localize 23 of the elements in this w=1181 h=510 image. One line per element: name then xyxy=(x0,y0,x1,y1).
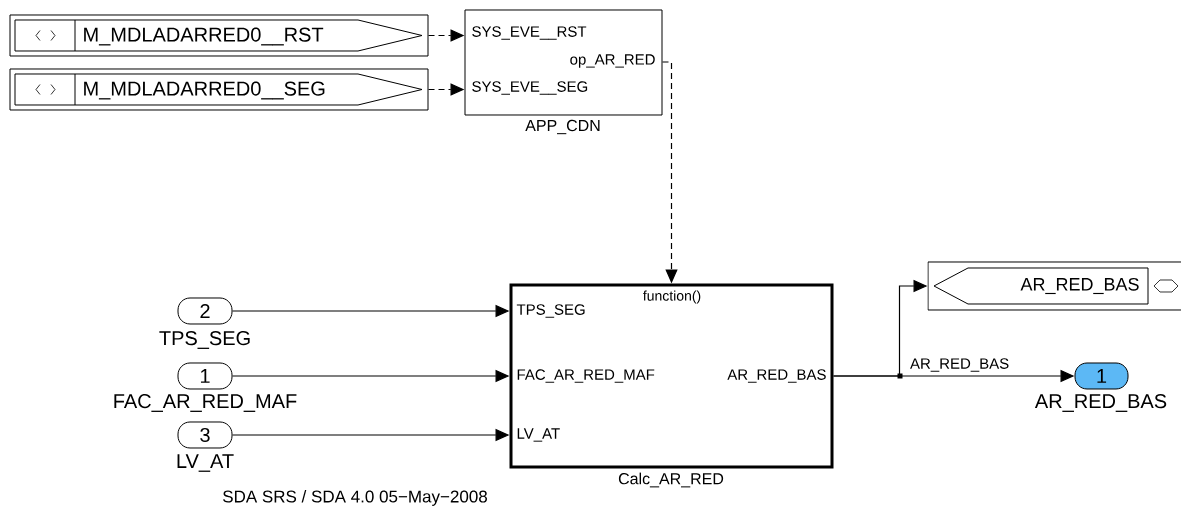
port-label: function() xyxy=(643,290,701,304)
port-label: LV_AT xyxy=(517,428,560,442)
output-port: 1 xyxy=(1074,362,1129,390)
port-label: FAC_AR_RED_MAF xyxy=(517,369,655,383)
port-label: SYS_EVE__SEG xyxy=(472,81,588,95)
block-label: AR_RED_BAS xyxy=(1034,394,1167,412)
from-block: M_MDLADARRED0__RST xyxy=(9,14,429,57)
block-label: APP_CDN xyxy=(525,119,600,135)
block-label: LV_AT xyxy=(177,454,234,472)
port-label: SYS_EVE__RST xyxy=(472,26,587,40)
footer-text: SDA SRS / SDA 4.0 05−May−2008 xyxy=(223,490,487,506)
edge-label: AR_RED_BAS xyxy=(909,357,1011,373)
block-label: TPS_SEG xyxy=(159,331,250,349)
from-block: M_MDLADARRED0__SEG xyxy=(9,68,429,111)
goto-block: AR_RED_BAS xyxy=(927,261,1181,311)
port-label: op_AR_RED xyxy=(570,54,655,68)
input-port: 1 xyxy=(177,362,233,390)
block-label: FAC_AR_RED_MAF xyxy=(114,394,297,412)
port-label: TPS_SEG xyxy=(516,304,585,318)
input-port: 2 xyxy=(177,297,233,325)
port-label: AR_RED_BAS xyxy=(727,369,826,383)
input-port: 3 xyxy=(177,421,233,449)
block-label: Calc_AR_RED xyxy=(618,472,724,488)
